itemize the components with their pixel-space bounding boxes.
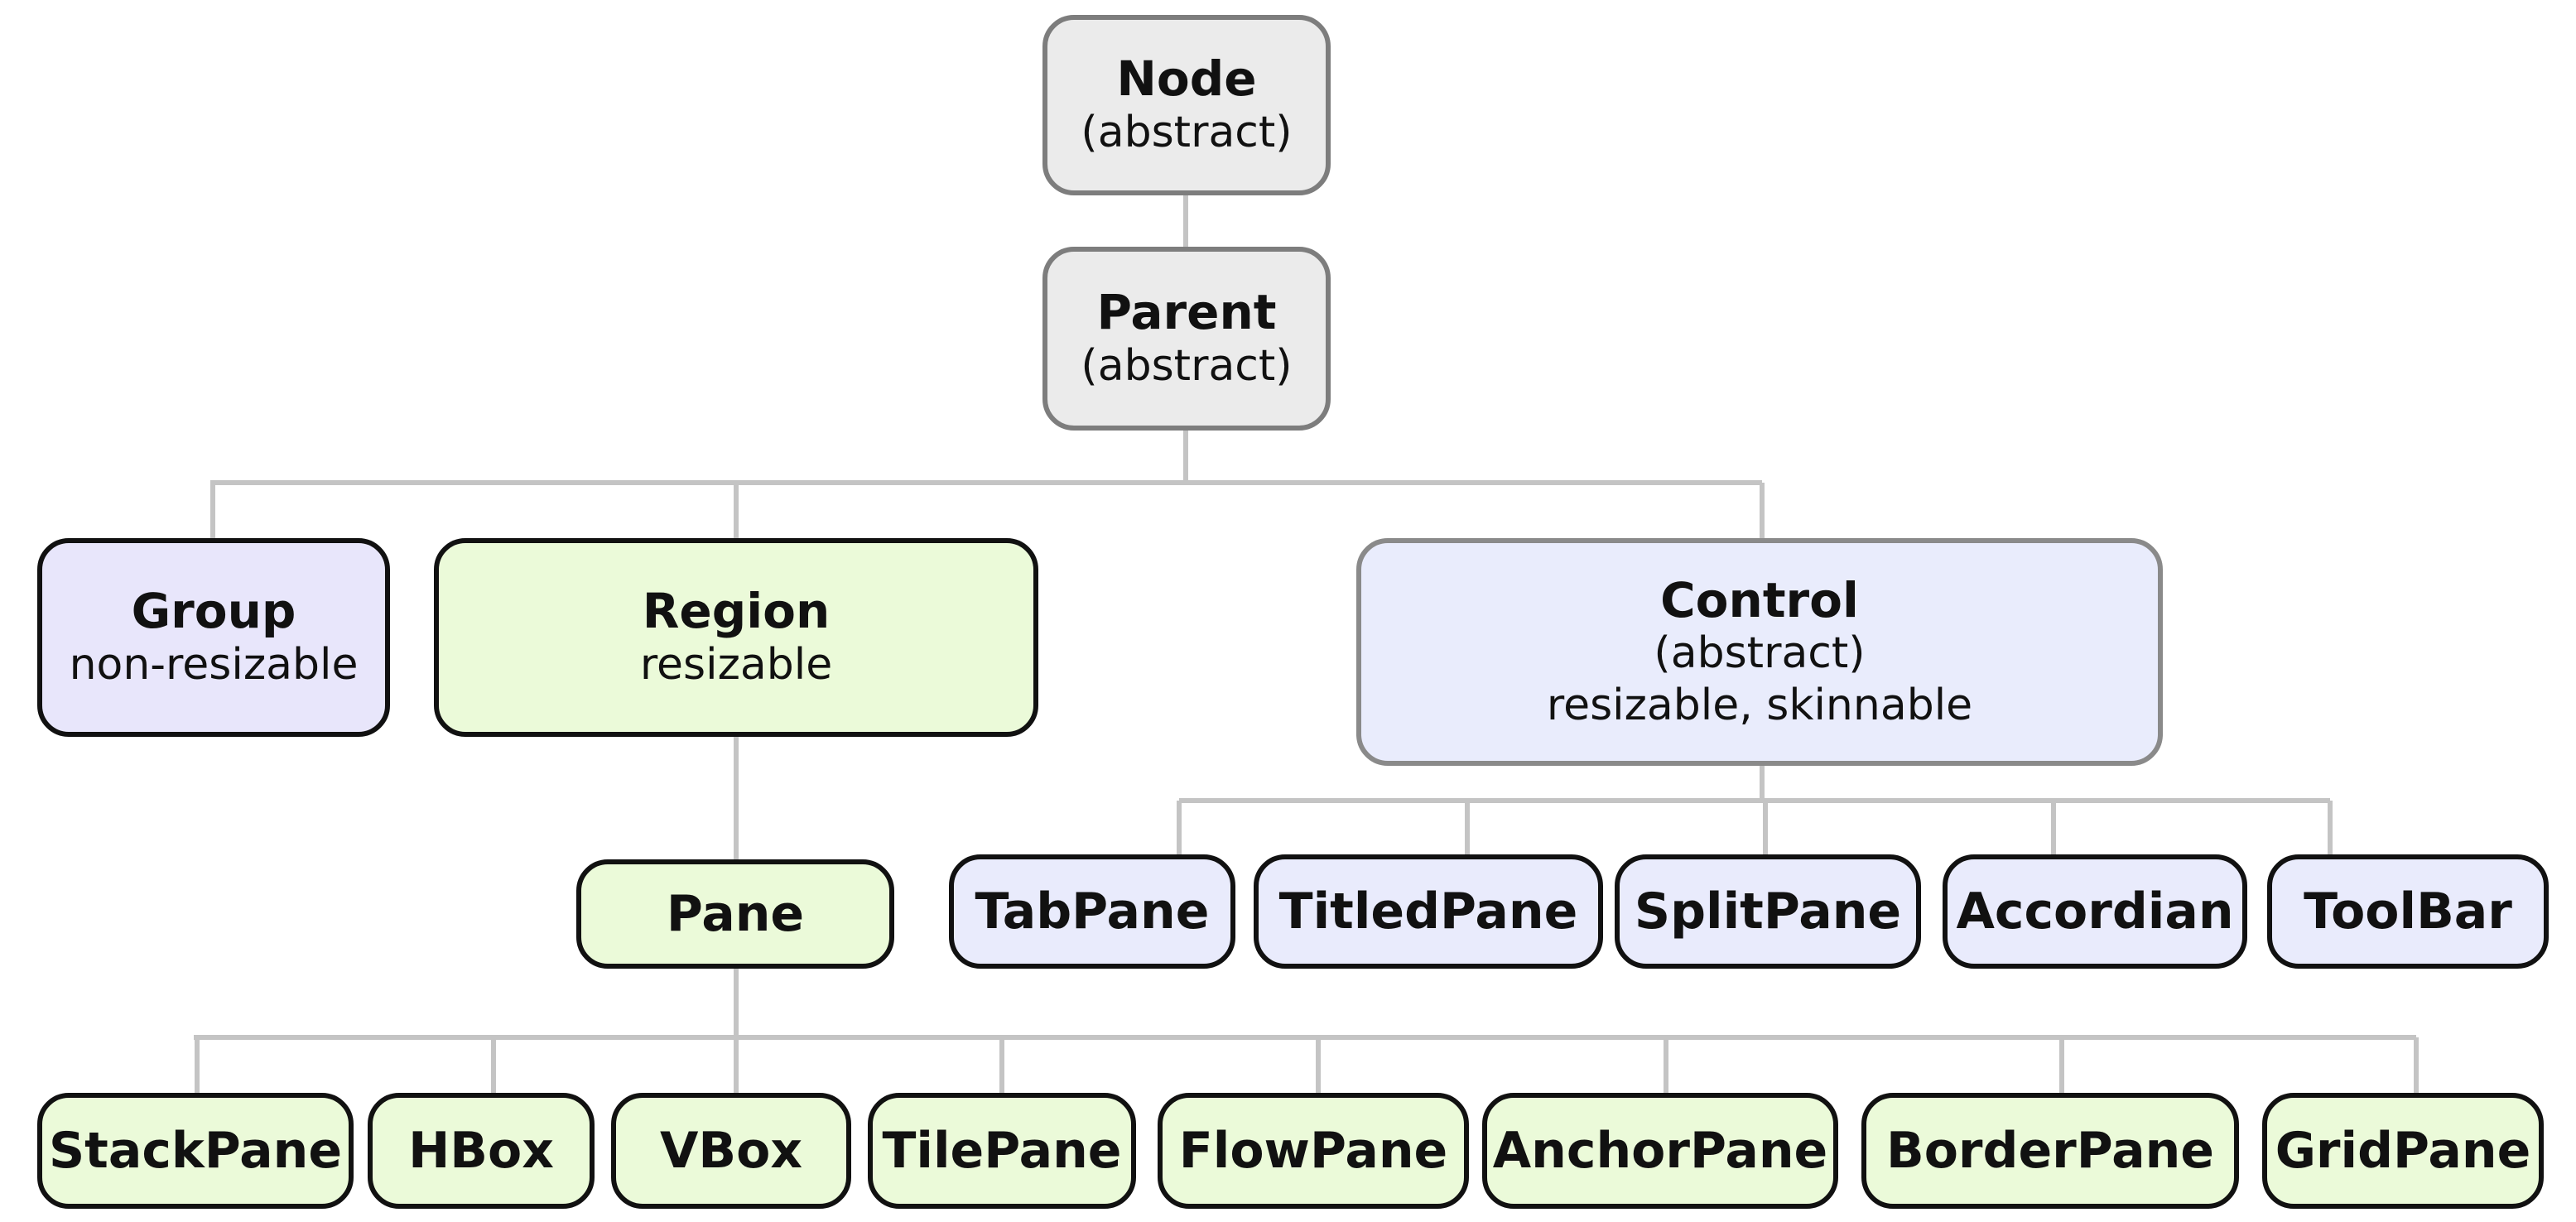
pane-title: Pane (666, 885, 805, 943)
parent-title: Parent (1096, 284, 1277, 341)
control-box: Control (abstract) resizable, skinnable (1356, 538, 2163, 766)
parent-box: Parent (abstract) (1042, 247, 1331, 431)
accordian-box: Accordian (1943, 854, 2247, 969)
tilepane-box: TilePane (868, 1093, 1136, 1209)
gridpane-box: GridPane (2262, 1093, 2544, 1209)
gridpane-label: GridPane (2275, 1122, 2531, 1180)
splitpane-box: SplitPane (1615, 854, 1921, 969)
group-box: Group non-resizable (37, 538, 390, 737)
anchorpane-box: AnchorPane (1482, 1093, 1838, 1209)
flowpane-box: FlowPane (1158, 1093, 1469, 1209)
toolbar-label: ToolBar (2304, 883, 2512, 941)
control-note: (abstract) (1654, 628, 1866, 679)
borderpane-box: BorderPane (1861, 1093, 2239, 1209)
tabpane-box: TabPane (949, 854, 1235, 969)
accordian-label: Accordian (1956, 883, 2234, 941)
node-box: Node (abstract) (1042, 15, 1331, 195)
anchorpane-label: AnchorPane (1492, 1122, 1828, 1180)
hbox-label: HBox (408, 1122, 554, 1180)
pane-box: Pane (576, 859, 894, 969)
vbox-label: VBox (659, 1122, 803, 1180)
hbox-box: HBox (368, 1093, 595, 1209)
vbox-box: VBox (611, 1093, 851, 1209)
titledpane-label: TitledPane (1278, 883, 1578, 941)
group-title: Group (131, 583, 296, 640)
region-note: resizable (639, 640, 833, 690)
tabpane-label: TabPane (975, 883, 1210, 941)
parent-note: (abstract) (1081, 341, 1293, 392)
titledpane-box: TitledPane (1254, 854, 1603, 969)
borderpane-label: BorderPane (1885, 1122, 2215, 1180)
stackpane-box: StackPane (37, 1093, 354, 1209)
node-note: (abstract) (1081, 108, 1293, 158)
group-note: non-resizable (69, 640, 359, 690)
node-title: Node (1116, 51, 1257, 108)
tilepane-label: TilePane (882, 1122, 1122, 1180)
stackpane-label: StackPane (48, 1122, 343, 1180)
control-note-2: resizable, skinnable (1546, 680, 1973, 730)
flowpane-label: FlowPane (1178, 1122, 1448, 1180)
region-box: Region resizable (434, 538, 1038, 737)
control-title: Control (1660, 571, 1859, 628)
splitpane-label: SplitPane (1634, 883, 1902, 941)
toolbar-box: ToolBar (2267, 854, 2549, 969)
region-title: Region (642, 583, 831, 640)
